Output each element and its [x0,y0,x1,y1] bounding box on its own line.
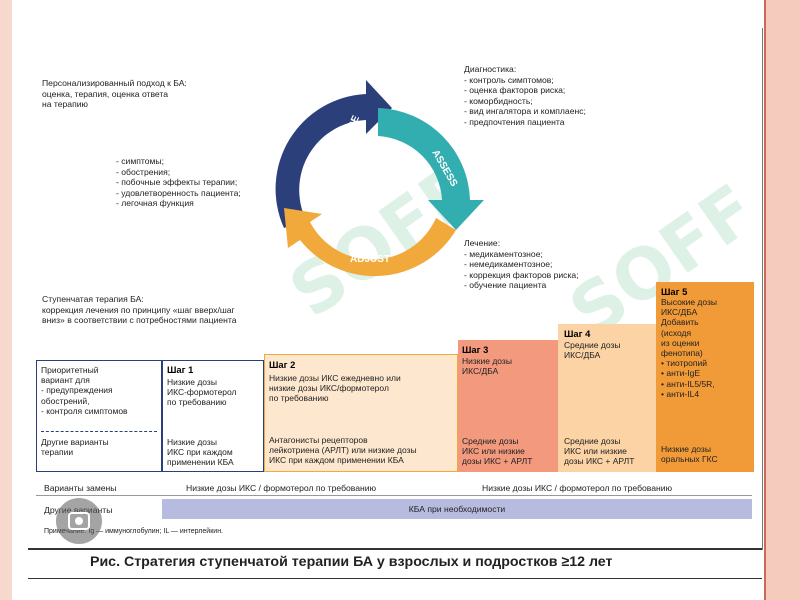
relief-left-text: Низкие дозы ИКС / формотерол по требован… [186,483,377,493]
step-2-other: Антагонисты рецепторов лейкотриена (АРЛТ… [269,435,417,466]
adjust-arrow [284,208,456,277]
kba-bar: КБА при необходимости [162,499,752,519]
step-4-title: Шаг 4 [564,328,591,339]
caption-bottom-rule [28,578,762,579]
right-frame-line [764,0,766,600]
step-5-title: Шаг 5 [661,286,688,297]
review-response-arrow [275,80,392,228]
step-3-title: Шаг 3 [462,344,489,355]
step-2-preferred: Низкие дозы ИКС ежедневно или низкие доз… [269,373,401,404]
image-search-icon[interactable] [56,498,102,544]
step-1-other: Низкие дозы ИКС при каждом применении КБ… [167,437,234,468]
step-1-preferred: Низкие дозы ИКС-формотерол по требованию [167,377,237,408]
step-4-column: Шаг 4 Средние дозы ИКС/ДБА Средние дозы … [558,324,656,472]
adjust-label: ADJUST [350,254,390,265]
row-divider [41,431,157,432]
relief-divider [36,495,752,496]
step-4-other: Средние дозы ИКС или низкие дозы ИКС + А… [564,436,635,467]
review-items-list: - симптомы; - обострения; - побочные эфф… [116,156,241,209]
step-5-other: Низкие дозы оральных ГКС [661,444,718,465]
kba-bar-text: КБА при необходимости [408,504,506,514]
figure-caption: Рис. Стратегия ступенчатой терапии БА у … [90,554,613,570]
step-2-title: Шаг 2 [269,359,296,370]
step-3-preferred: Низкие дозы ИКС/ДБА [462,356,512,377]
preferred-option-label: Приоритетный вариант для - предупреждени… [41,365,128,416]
step-3-column: Шаг 3 Низкие дозы ИКС/ДБА Средние дозы И… [458,340,558,472]
step-1-title: Шаг 1 [167,364,194,375]
step-5-preferred: Высокие дозы ИКС/ДБА Добавить (исходя из… [661,297,718,399]
left-frame-border [0,0,12,600]
step-4-preferred: Средние дозы ИКС/ДБА [564,340,621,361]
page-edge-line [762,28,763,550]
diagnostics-list: Диагностика: - контроль симптомов; - оце… [464,64,586,127]
step-3-other: Средние дозы ИКС или низкие дозы ИКС + А… [462,436,533,467]
personalized-approach-text: Персонализированный подход к БА: оценка,… [42,78,187,110]
stepwise-therapy-text: Ступенчатая терапия БА: коррекция лечени… [42,294,237,326]
relief-right-text: Низкие дозы ИКС / формотерол по требован… [482,483,673,493]
right-frame-border [766,0,800,600]
caption-top-rule [28,548,762,550]
lens-glyph-icon [68,512,90,530]
row-labels-cell: Приоритетный вариант для - предупреждени… [36,360,162,472]
treatment-cycle-diagram: REVIEW RESPONSE ASSESS ADJUST [275,80,484,277]
step-1-column: Шаг 1 Низкие дозы ИКС-формотерол по треб… [162,360,264,472]
relief-options-label: Варианты замены [44,483,117,493]
treatment-list: Лечение: - медикаментозное; - немедикаме… [464,238,579,291]
step-2-column: Шаг 2 Низкие дозы ИКС ежедневно или низк… [264,354,458,472]
assess-arrow [378,108,484,230]
other-options-label: Другие варианты терапии [41,437,109,458]
step-5-column: Шаг 5 Высокие дозы ИКС/ДБА Добавить (исх… [656,282,754,472]
